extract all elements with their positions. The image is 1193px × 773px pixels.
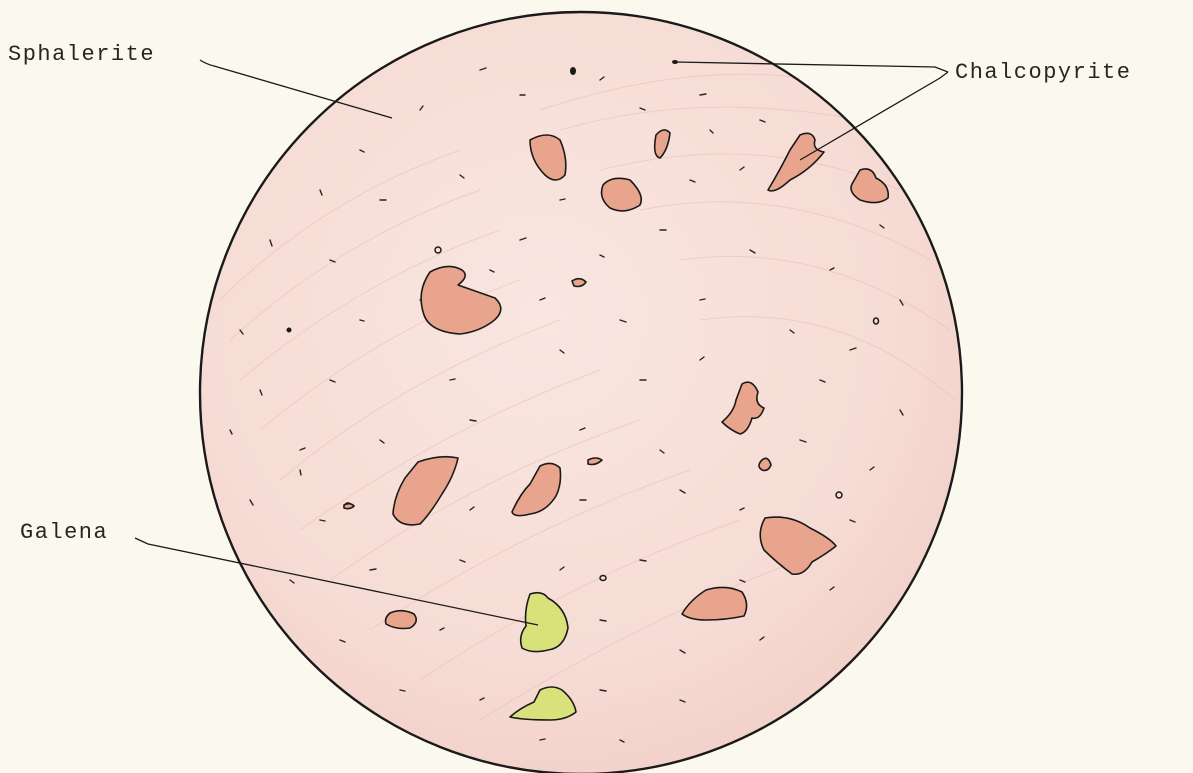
chalcopyrite-label: Chalcopyrite <box>955 60 1131 85</box>
galena-label: Galena <box>20 520 108 545</box>
sphalerite-field <box>200 12 962 773</box>
chalcopyrite-grain <box>386 611 417 629</box>
chalcopyrite-grain <box>759 458 771 470</box>
sphalerite-label: Sphalerite <box>8 42 155 67</box>
chalcopyrite-grain <box>344 504 354 509</box>
chalcopyrite-grain <box>572 279 586 287</box>
